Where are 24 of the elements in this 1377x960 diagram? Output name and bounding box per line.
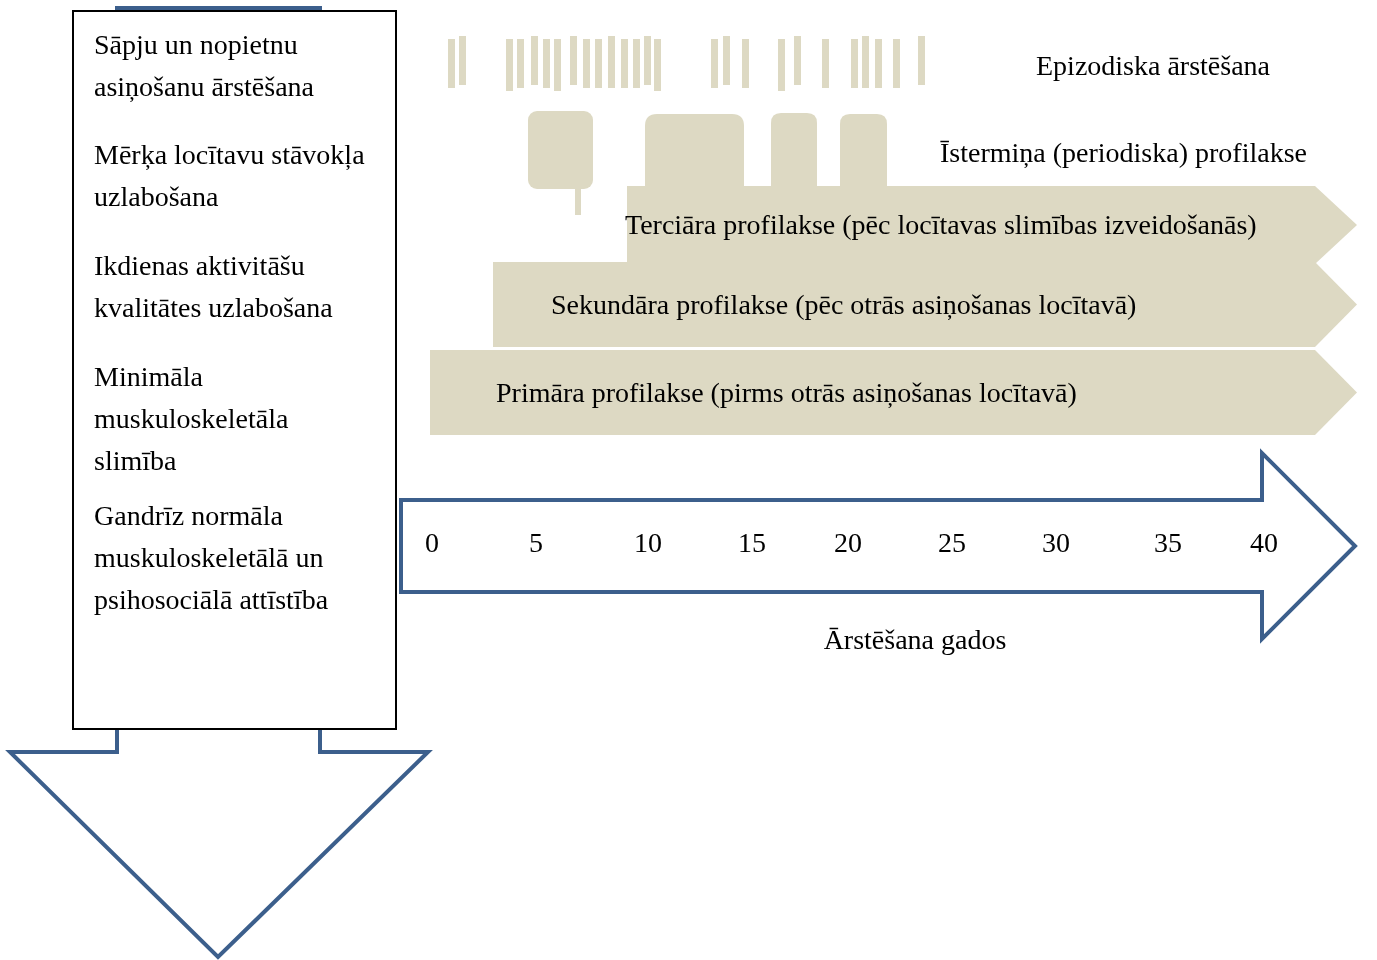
tick-label: 30	[1042, 526, 1070, 560]
tick-label: 10	[634, 526, 662, 560]
goal-text: Minimāla muskuloskeletāla slimība	[94, 360, 290, 478]
goal-text: Ikdienas aktivitāšu kvalitātes uzlabošana	[94, 249, 334, 325]
tick-label: 40	[1250, 526, 1278, 560]
tick-label: 25	[938, 526, 966, 560]
band-label: Primāra profilakse (pirms otrās asiņošanas locītavā)	[496, 375, 1077, 410]
chevron-band	[430, 350, 1357, 435]
axis-title: Ārstēšana gados	[823, 623, 1007, 657]
chevron-band	[493, 262, 1357, 347]
text-panel	[72, 10, 397, 730]
row-label: Epizodiska ārstēšana	[1036, 49, 1271, 83]
band-label: Sekundāra profilakse (pēc otrās asiņošanas locītavā)	[551, 287, 1137, 322]
tick-label: 15	[738, 526, 766, 560]
row-label: Īstermiņa (periodiska) profilakse	[940, 136, 1307, 170]
tick-label: 35	[1154, 526, 1182, 560]
band-label: Terciāra profilakse (pēc locītavas slimības izveidošanās)	[625, 208, 1257, 242]
tick-label: 20	[834, 526, 862, 560]
tick-label: 0	[425, 526, 439, 560]
tick-label: 5	[529, 526, 543, 560]
chevron-band	[627, 186, 1357, 264]
goal-text: Sāpju un nopietnu asiņošanu ārstēšana	[94, 28, 316, 104]
goal-text: Gandrīz normāla muskuloskeletālā un psihosociālā attīstība	[94, 499, 330, 617]
goal-text: Mērķa locītavu stāvokļa uzlabošana	[94, 138, 366, 214]
